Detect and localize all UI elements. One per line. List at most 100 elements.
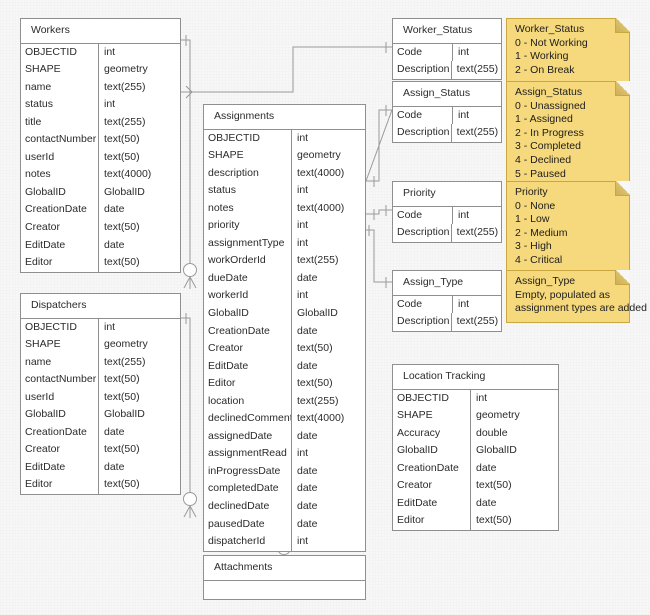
field-name: OBJECTID <box>21 318 99 337</box>
field-type: date <box>297 517 318 530</box>
field-type: text(255) <box>297 254 339 267</box>
note-worker-status[interactable]: Worker_Status 0 - Not Working 1 - Workin… <box>506 18 630 85</box>
field-type: int <box>297 289 309 302</box>
note-line: 1 - Working <box>515 50 569 63</box>
field-name: EditDate <box>393 494 471 513</box>
note-fold-corner <box>615 18 630 33</box>
field-type: text(50) <box>104 133 140 146</box>
field-type: date <box>297 500 318 513</box>
link-assignments-assignstatus <box>365 109 393 182</box>
field-row: name text(255) <box>21 78 180 97</box>
link-workers-assignments <box>181 39 191 265</box>
field-type: text(50) <box>297 377 333 390</box>
field-type: date <box>104 425 125 438</box>
field-name: description <box>204 164 292 183</box>
field-type: GlobalID <box>476 444 517 457</box>
field-type: text(255) <box>104 355 146 368</box>
field-name: Accuracy <box>393 424 471 443</box>
note-line: 4 - Critical <box>515 253 563 266</box>
field-name: Code <box>393 43 453 62</box>
field-type: text(50) <box>104 373 140 386</box>
field-name: CreationDate <box>21 423 99 442</box>
field-name: EditDate <box>21 458 99 477</box>
note-title: Assign_Status <box>515 86 583 98</box>
field-type: geometry <box>104 63 148 76</box>
field-name: priority <box>204 217 292 235</box>
field-type: text(50) <box>104 256 140 269</box>
field-name: name <box>21 78 99 97</box>
note-assign-type[interactable]: Assign_Type Empty, populated as assignme… <box>506 270 647 323</box>
field-row: Editor text(50) <box>21 254 180 272</box>
field-name: notes <box>204 199 292 218</box>
field-name: userId <box>21 388 99 407</box>
field-type: int <box>458 297 470 310</box>
field-type: text(4000) <box>297 412 345 425</box>
note-fold-corner <box>615 181 630 196</box>
field-name: contactNumber <box>21 371 99 389</box>
note-line: 3 - High <box>515 240 552 253</box>
entity-attachments[interactable]: Attachments <box>203 555 366 600</box>
note-line: 2 - In Progress <box>515 126 584 139</box>
field-type: text(255) <box>104 115 146 128</box>
field-row: description text(4000) <box>204 164 365 183</box>
field-row: contactNumber text(50) <box>21 371 180 389</box>
link-workers-workerstatus <box>181 46 392 93</box>
field-type: geometry <box>297 149 341 162</box>
field-type: text(255) <box>456 126 499 139</box>
field-row: declinedComment text(4000) <box>204 410 365 428</box>
note-priority[interactable]: Priority 0 - None 1 - Low 2 - Medium 3 -… <box>506 181 630 275</box>
field-name: SHAPE <box>393 407 471 425</box>
field-type: text(4000) <box>297 166 345 179</box>
field-name: userId <box>21 148 99 167</box>
field-name: GlobalID <box>204 305 292 323</box>
field-type: text(4000) <box>297 201 345 214</box>
field-name: status <box>21 96 99 114</box>
field-name: Description <box>393 124 452 142</box>
field-type: date <box>297 271 318 284</box>
note-line: 0 - Unassigned <box>515 99 586 112</box>
field-name: Description <box>393 313 452 331</box>
field-type: text(255) <box>456 226 499 239</box>
field-type: text(255) <box>456 315 499 328</box>
field-type: int <box>297 219 309 232</box>
field-name: Editor <box>21 254 99 272</box>
field-row: Description text(255) <box>393 124 501 142</box>
field-name: name <box>21 353 99 372</box>
field-type: text(50) <box>297 342 333 355</box>
field-name: Creator <box>21 219 99 237</box>
field-name: workerId <box>204 287 292 306</box>
field-type: text(255) <box>104 80 146 93</box>
field-name: declinedComment <box>204 410 292 428</box>
field-type: double <box>476 426 508 439</box>
field-row: Accuracy double <box>393 424 558 443</box>
note-line: 1 - Low <box>515 213 550 226</box>
field-name: OBJECTID <box>21 43 99 62</box>
entity-title: Dispatchers <box>21 294 180 319</box>
